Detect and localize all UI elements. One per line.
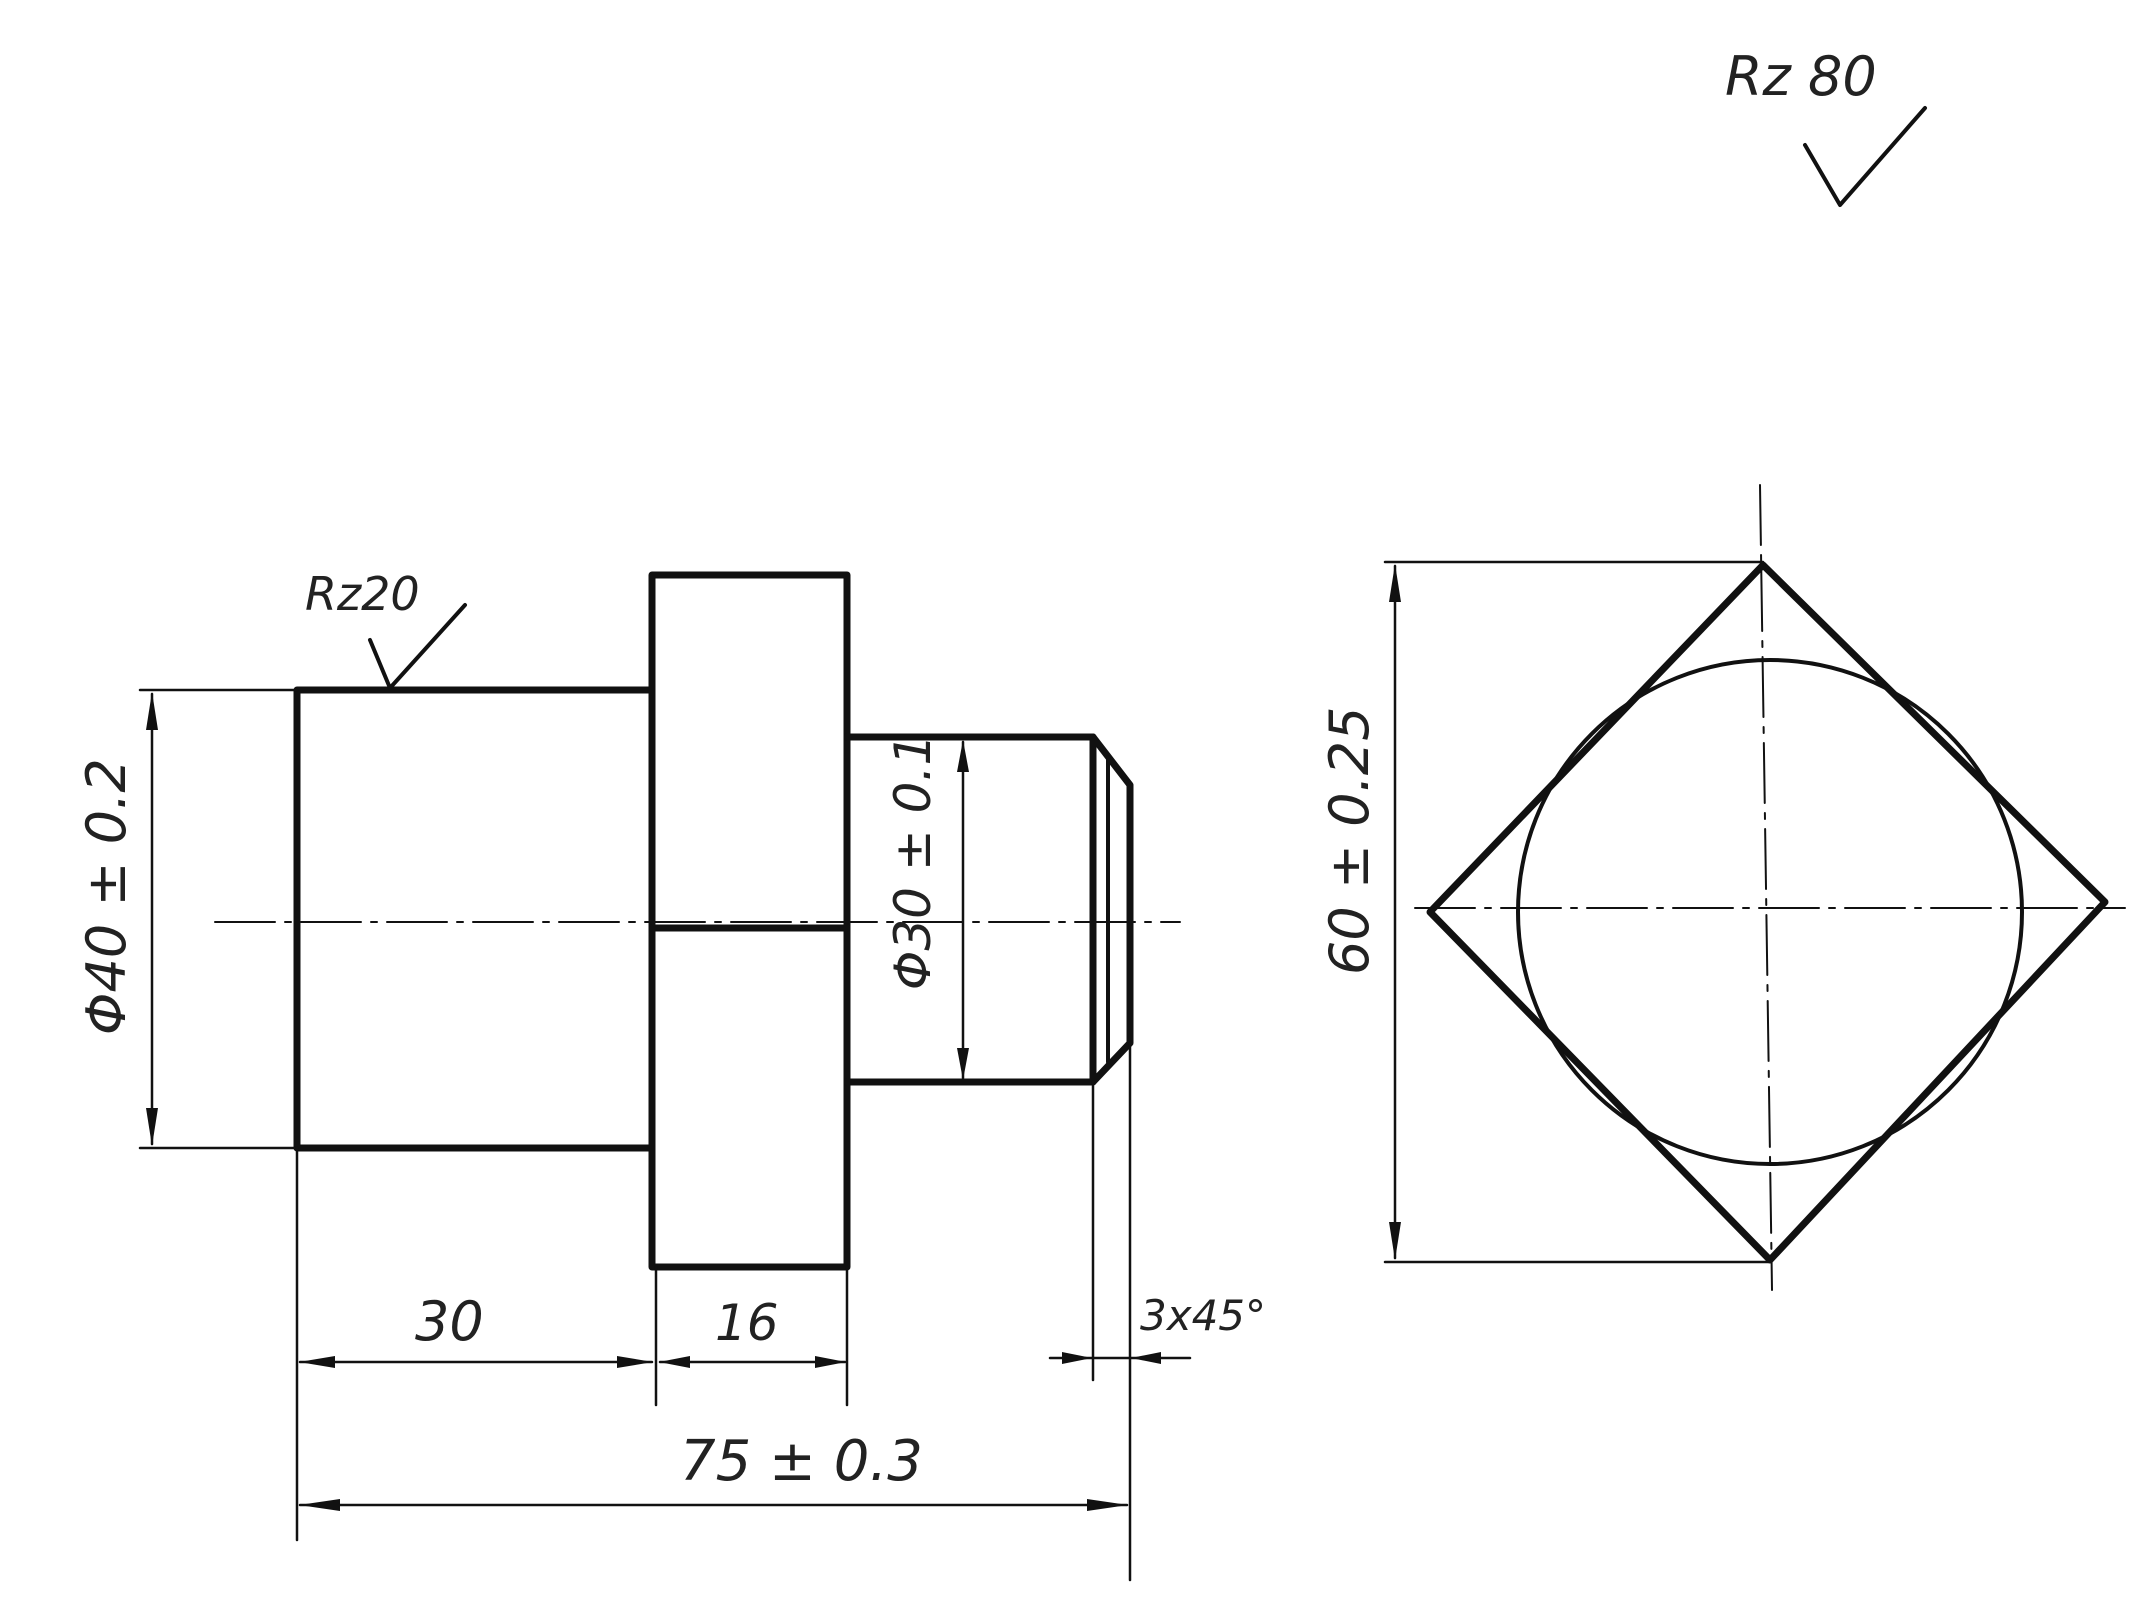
side-view	[1414, 484, 2126, 1291]
dim-lengths: 30 16 3x45° 75 ± 0.3	[295, 1041, 1266, 1582]
dim-length-2-label: 16	[715, 1294, 779, 1352]
roughness-general-label: Rz 80	[1725, 45, 1877, 108]
large-cylinder-outline	[293, 686, 656, 1152]
roughness-general-mark: Rz 80	[1725, 45, 1927, 207]
dim-diameter-small-label: Φ30 ± 0.1	[884, 734, 942, 990]
arrow-chamfer-right	[1131, 1352, 1161, 1364]
arrow-30-left	[299, 1356, 335, 1368]
arrow-bottom	[957, 1048, 969, 1080]
arrow-bottom	[146, 1108, 158, 1146]
arrow-bottom	[1389, 1222, 1401, 1260]
dim-chamfer-label: 3x45°	[1140, 1291, 1266, 1340]
small-cylinder-outline	[843, 733, 1097, 1086]
dim-total-length-label: 75 ± 0.3	[680, 1429, 923, 1494]
arrow-75-right	[1087, 1499, 1128, 1511]
dim-square: 60 ± 0.25	[1318, 560, 1772, 1264]
dim-diameter-small: Φ30 ± 0.1	[884, 734, 969, 1080]
roughness-check-symbol	[1803, 106, 1927, 207]
dim-diameter-large: Φ40 ± 0.2	[75, 688, 299, 1150]
arrow-top	[957, 740, 969, 772]
dim-square-label: 60 ± 0.25	[1318, 706, 1381, 975]
arrow-top	[1389, 564, 1401, 602]
arrow-30-right	[617, 1356, 653, 1368]
dim-length-1-label: 30	[415, 1290, 484, 1353]
roughness-local-symbol	[368, 603, 467, 690]
arrow-16-left	[659, 1356, 690, 1368]
arrow-top	[146, 692, 158, 730]
front-view	[214, 571, 1181, 1271]
arrow-75-left	[299, 1499, 340, 1511]
roughness-local-label: Rz20	[305, 567, 420, 621]
roughness-local-mark: Rz20	[305, 567, 467, 690]
dim-diameter-large-label: Φ40 ± 0.2	[75, 758, 138, 1035]
square-outline	[1426, 561, 2109, 1264]
chamfer-outline	[1089, 733, 1134, 1086]
round-outline	[1516, 658, 2024, 1166]
arrow-chamfer-left	[1062, 1352, 1092, 1364]
arrow-16-right	[815, 1356, 846, 1368]
side-center-line-v	[1759, 484, 1773, 1291]
